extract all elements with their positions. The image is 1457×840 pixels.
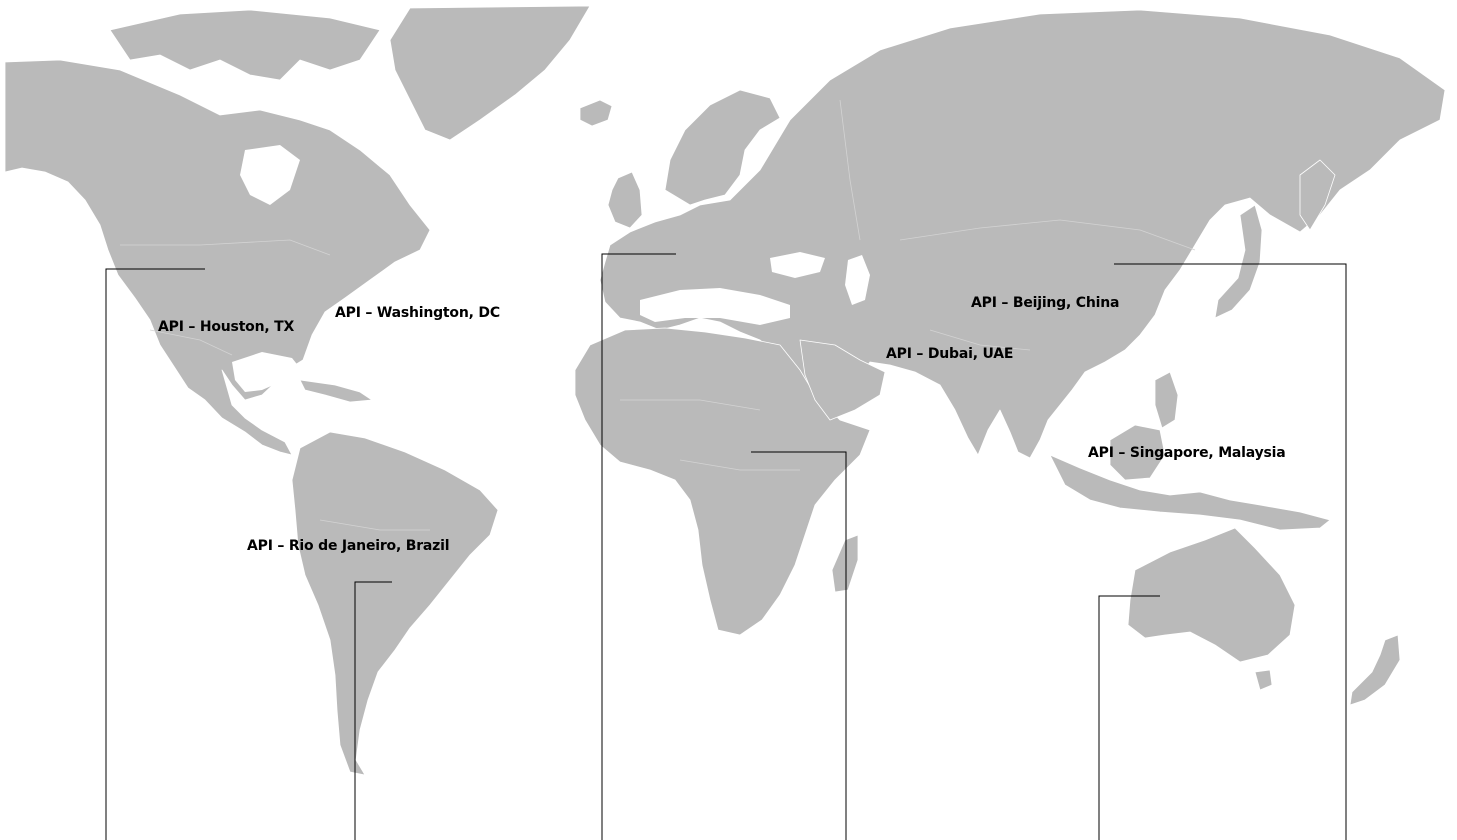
leader-line-houston [105, 268, 205, 840]
landmass-new-zealand [1349, 634, 1401, 706]
border-south-america [319, 519, 430, 531]
label-washington: API – Washington, DC [335, 305, 500, 321]
landmass-japan [1214, 204, 1263, 319]
landmass-indonesia [1049, 454, 1331, 531]
label-dubai: API – Dubai, UAE [886, 346, 1014, 362]
landmasses [4, 5, 1446, 776]
water-black-sea [770, 252, 825, 278]
landmass-sakhalin [1299, 159, 1336, 231]
landmass-british-isles [607, 171, 643, 229]
landmass-borneo [1109, 424, 1166, 481]
borders [120, 99, 1196, 531]
landmass-north-america [4, 59, 431, 456]
border-us-mexico [149, 329, 233, 356]
landmass-arabia [799, 339, 886, 421]
landmass-africa [574, 327, 871, 636]
label-rio: API – Rio de Janeiro, Brazil [247, 538, 450, 554]
water-mediterranean [640, 288, 790, 325]
leader-lines [105, 253, 1347, 840]
leader-line-rio [354, 581, 392, 840]
landmass-scandinavia [664, 89, 781, 206]
border-china [899, 219, 1196, 251]
landmass-south-america [291, 431, 499, 776]
label-houston: API – Houston, TX [158, 319, 295, 335]
landmass-australia [1127, 527, 1296, 663]
water-hudson-bay [240, 145, 300, 205]
landmass-philippines [1154, 371, 1179, 429]
border-india [929, 329, 1031, 351]
border-africa-2 [679, 459, 800, 471]
border-europe-asia [839, 99, 861, 241]
landmass-madagascar [831, 534, 859, 593]
label-beijing: API – Beijing, China [971, 295, 1120, 311]
water-caspian-sea [845, 255, 870, 305]
border-us-canada [120, 239, 331, 256]
border-africa-1 [620, 399, 761, 411]
landmass-iceland [579, 99, 613, 127]
leader-line-dubai [751, 451, 847, 840]
leader-line-singapore [1098, 595, 1160, 840]
leader-line-beijing [1114, 263, 1347, 840]
landmass-tasmania [1254, 669, 1273, 691]
landmass-caribbean [299, 379, 373, 403]
landmass-greenland [389, 5, 591, 141]
water-gulf-of-mexico [232, 352, 300, 392]
landmass-arctic-islands [109, 9, 381, 81]
leader-line-europe [601, 253, 676, 840]
label-singapore: API – Singapore, Malaysia [1088, 445, 1286, 461]
